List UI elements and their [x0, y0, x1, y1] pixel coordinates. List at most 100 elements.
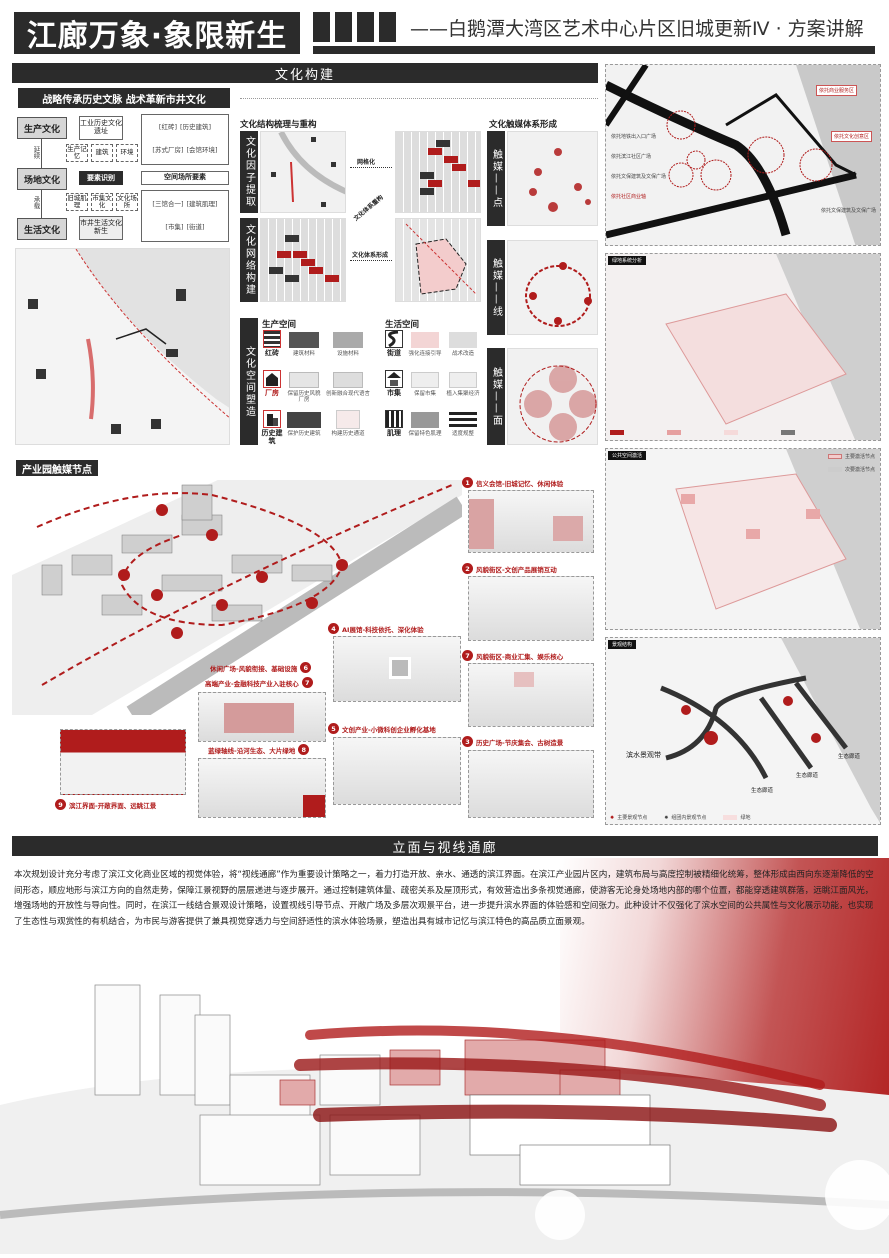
item-title: 红砖 [265, 349, 279, 357]
map-label: 依托滨江社区广场 [611, 154, 652, 160]
prod-item: 生产记忆 [66, 144, 88, 162]
caption: 强化连接引导 [408, 351, 442, 357]
scene-7a [468, 663, 594, 727]
gridded-map [395, 131, 481, 213]
grid-cell [293, 251, 307, 258]
tag-box-bottom: [三馆合一] [建筑肌理] [市集] [街道] [141, 190, 229, 242]
grid-cell [428, 180, 442, 187]
legend-label: 主要激活节点 [845, 454, 876, 460]
caption: 创新融合现代语言 [326, 391, 371, 397]
catalyst-area-label: 触媒——面 [487, 348, 505, 445]
legend-label: 组团内景观节点 [671, 815, 707, 821]
catalyst-point-label: 触媒——点 [487, 131, 505, 226]
strategy-diagram: 生产文化 场地文化 生活文化 延续 承载 工业历史文化遗址 生产记忆 建筑 环境… [15, 112, 230, 246]
scene-8 [198, 758, 326, 818]
map-title: 绿地系统分析 [608, 256, 647, 265]
culture-site-map [15, 248, 230, 445]
nodes-title: 产业园触媒节点 [16, 460, 98, 476]
caption: 构建历史通道 [331, 431, 365, 437]
historic-building-icon [263, 410, 281, 428]
divider [240, 98, 598, 99]
map-green-system: 绿地系统分析 [605, 253, 881, 441]
map-title: 景观结构 [608, 640, 637, 649]
street-icon [385, 330, 403, 348]
section-title-culture: 文化构建 [12, 63, 598, 83]
grid-cell [420, 188, 434, 195]
heritage-box: 工业历史文化遗址 [79, 116, 123, 140]
prod-item: 建筑 [91, 144, 113, 162]
grid-cell [285, 235, 299, 242]
life-item: 旧城肌理 [66, 193, 88, 211]
catalyst-line-map [507, 240, 598, 335]
item-title: 厂房 [265, 389, 279, 397]
scene-2 [468, 576, 594, 641]
space-elements-box: 空间场所要素 [141, 171, 229, 185]
factory-icon [263, 370, 281, 388]
renewal-box: 市井生活文化新生 [79, 216, 123, 240]
tag-box-top: [红砖] [历史建筑] [苏式厂房] [会馆环境] [141, 114, 229, 165]
map-label: 依托文化创意区 [831, 131, 873, 142]
caption: 保留市集 [413, 391, 436, 397]
label-network-building: 文化网络构建 [240, 218, 258, 302]
grid-cell [277, 251, 291, 258]
grid-cell [468, 180, 480, 187]
map-node-distribution: 依托商业服务区 依托文化创意区 依托地铁出入口广场 依托滨江社区广场 依托文保建… [605, 64, 881, 246]
caption: 适度规整 [451, 431, 474, 437]
catalyst-title: 文化触媒体系形成 [489, 120, 558, 130]
legend-label: 次要激活节点 [845, 467, 876, 473]
life-item: 文化场所 [116, 193, 138, 211]
caption: 植入集聚经济 [446, 391, 480, 397]
grid-cell [452, 164, 466, 171]
network-grid [260, 218, 346, 302]
title-underline [313, 46, 875, 54]
item-title: 市集 [387, 389, 401, 397]
grid-cell [420, 172, 434, 179]
decor-bar [379, 12, 396, 42]
arrow-label-system-formed: 文化体系形成 [352, 252, 389, 259]
life-culture: 生活文化 [17, 218, 67, 240]
scene-1 [468, 490, 594, 553]
tag: [历史建筑] [180, 123, 212, 132]
brick-icon [263, 330, 281, 348]
map-label: 依托文保建筑及文保广场 [611, 174, 667, 180]
link-label: 延续 [32, 146, 40, 159]
item-title: 肌理 [387, 429, 401, 437]
scene-6-7 [198, 692, 326, 742]
map-label: 依托社区商业轴 [611, 194, 647, 200]
label-space-shaping: 文化空间塑造 [240, 318, 258, 445]
space-shaping-grid: 红砖 建筑材料 设施材料 街道 强化连接引导 战术改造 厂房 保留历史风貌厂房 … [260, 330, 482, 448]
decor-bar [313, 12, 330, 42]
link-label: 承载 [32, 196, 40, 209]
scene-3 [468, 750, 594, 818]
tag: [建筑肌理] [186, 199, 218, 208]
facade-render [0, 955, 889, 1254]
texture-icon [385, 410, 403, 428]
legend-label: 绿地 [740, 815, 751, 821]
map-public-space: 公共空间激活 主要激活节点 次要激活节点 [605, 448, 881, 630]
map-title: 公共空间激活 [608, 451, 647, 460]
arrow-label-gridding: 网格化 [357, 159, 376, 166]
map-landscape-structure: 景观结构 滨水景观带 生态廊道 生态廊道 生态廊道 ✹主要景观节点✹组团内景观节… [605, 637, 881, 825]
poster-title: 江廊万象·象限新生 [14, 12, 300, 54]
tag: [红砖] [158, 123, 177, 132]
tag: [街道] [186, 223, 205, 232]
grid-cell [436, 140, 450, 147]
structure-title: 文化结构梳理与重构 [240, 120, 317, 130]
caption: 保护历史建筑 [287, 431, 321, 437]
park-axonometric [12, 455, 468, 724]
production-space-title: 生产空间 [262, 320, 297, 330]
caption: 保留历史风貌厂房 [287, 391, 321, 404]
map-label: 生态廊道 [838, 754, 861, 760]
item-title: 街道 [387, 349, 401, 357]
site-culture: 场地文化 [17, 168, 67, 190]
scene-9 [60, 729, 186, 795]
map-label: 生态廊道 [796, 773, 819, 779]
scene-5 [333, 737, 461, 805]
